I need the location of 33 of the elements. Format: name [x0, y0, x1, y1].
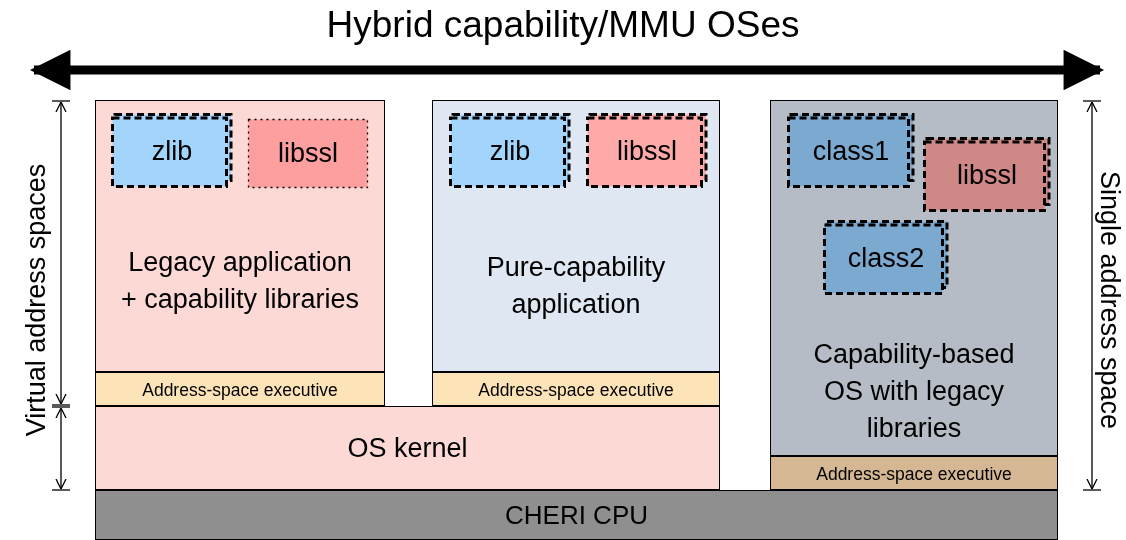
layer-box: [770, 100, 1058, 456]
layer-box: [95, 490, 1058, 540]
axis-label: Virtual address spaces: [22, 163, 50, 437]
library-box: [787, 113, 915, 188]
library-box: [111, 113, 233, 188]
library-name: class1: [812, 136, 890, 168]
library-box: [449, 113, 571, 188]
layer-label: Capability-based OS with legacy libraries: [812, 338, 1016, 445]
executive-label: Address-space executive: [142, 379, 338, 401]
executive-label: Address-space executive: [816, 463, 1012, 485]
layer-box: [432, 100, 720, 372]
layer-label: OS kernel: [347, 433, 468, 465]
library-box: [823, 220, 949, 295]
diagram-title: Hybrid capability/MMU OSes: [325, 4, 801, 46]
layer-label: Pure-capability application: [485, 251, 667, 321]
layer-box: [95, 406, 720, 490]
layer-label: Legacy application + capability libraries: [121, 246, 359, 316]
library-name: zlib: [489, 136, 531, 168]
executive-bar: [95, 372, 385, 406]
executive-label: Address-space executive: [478, 379, 674, 401]
library-name: zlib: [151, 136, 193, 168]
layer-label: CHERI CPU: [505, 501, 648, 531]
library-box: [923, 137, 1051, 212]
layer-box: [95, 100, 385, 372]
executive-bar: [770, 456, 1058, 490]
library-name: libssl: [278, 137, 338, 169]
library-name: class2: [847, 243, 925, 275]
executive-bar: [432, 372, 720, 406]
library-name: libssl: [957, 160, 1017, 192]
axis-label: Single address space: [1095, 170, 1123, 430]
library-name: libssl: [617, 136, 677, 168]
library-box: [248, 119, 368, 188]
library-box: [586, 113, 708, 188]
